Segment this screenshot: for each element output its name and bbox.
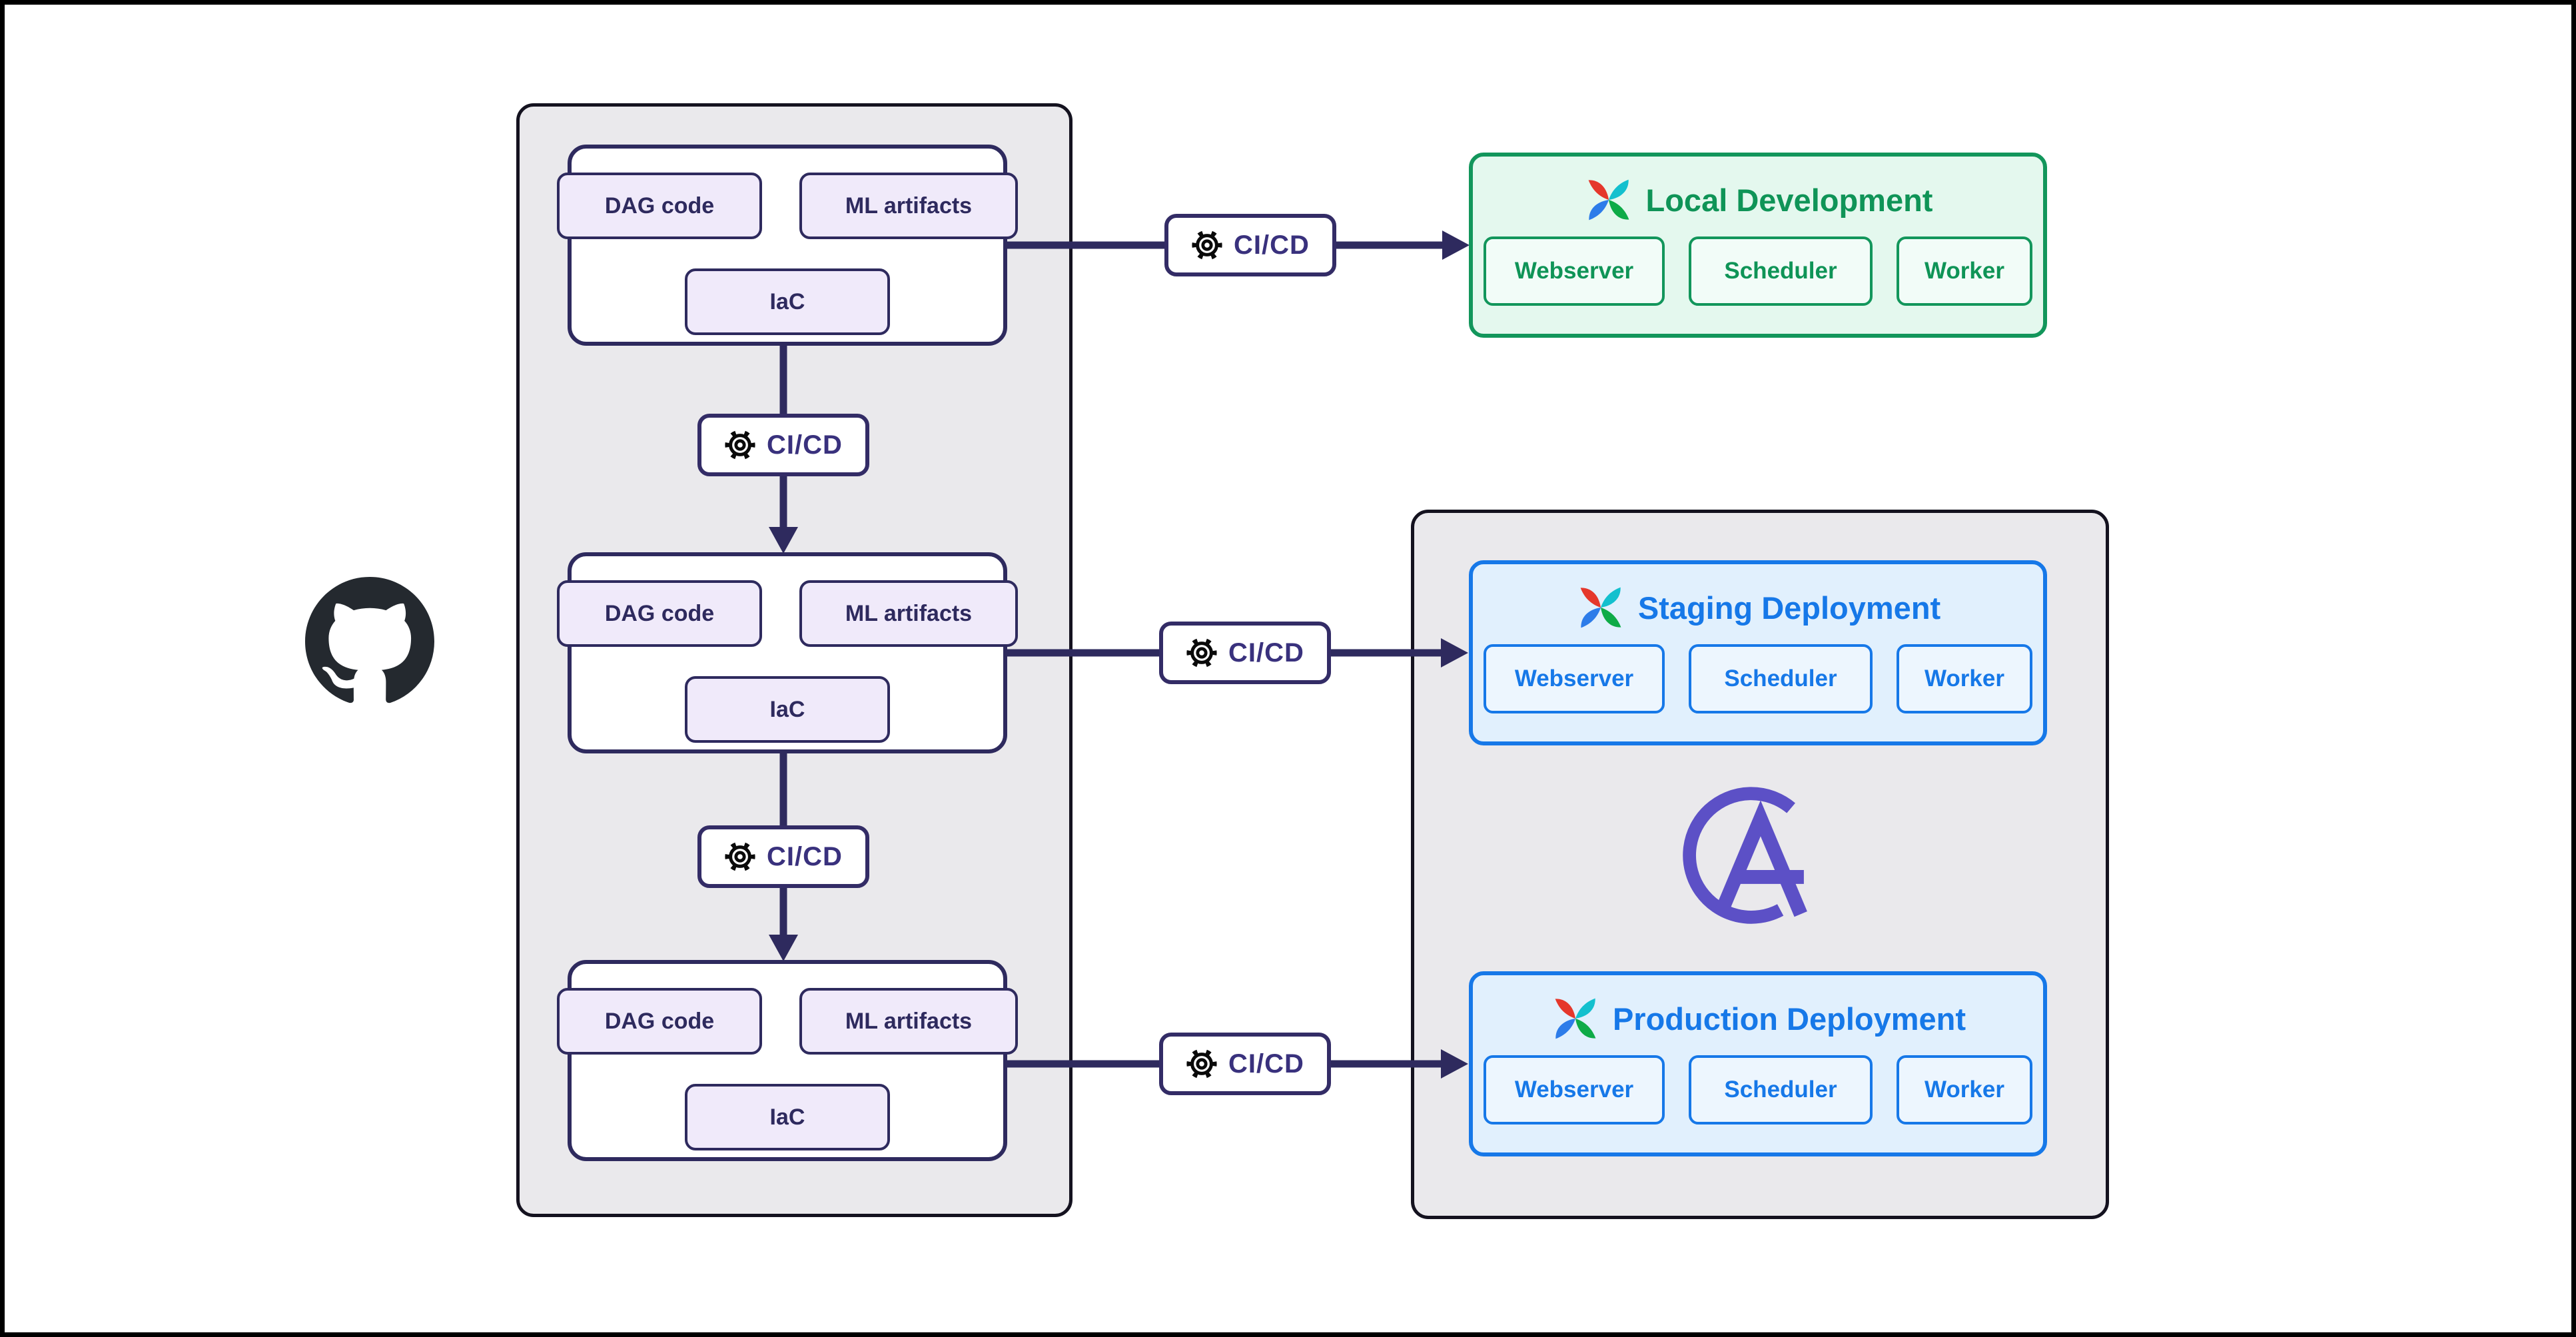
repo-row: DAG code ML artifacts (557, 988, 1018, 1055)
repo-box-2: DAG code ML artifacts IaC (557, 552, 1018, 753)
cicd-label: CI/CD (1228, 638, 1304, 668)
cicd-badge-vertical-1: CI/CD (697, 414, 869, 476)
repo-row: IaC (685, 676, 890, 743)
dag-code-chip: DAG code (557, 173, 762, 239)
cicd-label: CI/CD (1228, 1049, 1304, 1079)
iac-chip: IaC (685, 268, 890, 335)
ml-artifacts-chip: ML artifacts (799, 173, 1018, 239)
gear-icon (1186, 1049, 1217, 1079)
github-octocat-icon (305, 577, 434, 706)
repo-row: DAG code ML artifacts (557, 580, 1018, 647)
iac-chip: IaC (685, 676, 890, 743)
env-header: Staging Deployment (1575, 579, 1940, 636)
cicd-badge-local: CI/CD (1164, 214, 1336, 276)
dag-code-chip: DAG code (557, 988, 762, 1055)
gear-icon (1192, 230, 1222, 260)
repo-row: DAG code ML artifacts (557, 173, 1018, 239)
webserver-chip: Webserver (1484, 236, 1665, 306)
ml-artifacts-chip: ML artifacts (799, 580, 1018, 647)
env-services: Webserver Scheduler Worker (1484, 236, 2032, 306)
gear-icon (725, 430, 755, 460)
cicd-label: CI/CD (767, 841, 843, 871)
repo-row: IaC (685, 268, 890, 335)
worker-chip: Worker (1897, 644, 2032, 713)
local-development-box: Local Development Webserver Scheduler Wo… (1469, 153, 2047, 338)
repo-box-3: DAG code ML artifacts IaC (557, 960, 1018, 1161)
scheduler-chip: Scheduler (1689, 1055, 1873, 1124)
webserver-chip: Webserver (1484, 644, 1665, 713)
production-deployment-box: Production Deployment Webserver Schedule… (1469, 971, 2047, 1156)
webserver-chip: Webserver (1484, 1055, 1665, 1124)
iac-chip: IaC (685, 1084, 890, 1150)
repo-box-1: DAG code ML artifacts IaC (557, 145, 1018, 346)
env-title: Staging Deployment (1637, 590, 1941, 626)
astronomer-logo (1674, 778, 1829, 933)
env-title: Production Deployment (1612, 1001, 1966, 1037)
cicd-badge-vertical-2: CI/CD (697, 825, 869, 888)
env-title: Local Development (1645, 182, 1933, 218)
env-services: Webserver Scheduler Worker (1484, 644, 2032, 713)
cicd-label: CI/CD (1234, 230, 1310, 260)
env-header: Local Development (1583, 171, 1933, 228)
cicd-badge-staging: CI/CD (1159, 622, 1331, 684)
env-services: Webserver Scheduler Worker (1484, 1055, 2032, 1124)
gear-icon (725, 841, 755, 872)
cicd-label: CI/CD (767, 430, 843, 460)
cicd-badge-production: CI/CD (1159, 1033, 1331, 1095)
repo-row: IaC (685, 1084, 890, 1150)
staging-deployment-box: Staging Deployment Webserver Scheduler W… (1469, 560, 2047, 745)
scheduler-chip: Scheduler (1689, 236, 1873, 306)
scheduler-chip: Scheduler (1689, 644, 1873, 713)
ml-artifacts-chip: ML artifacts (799, 988, 1018, 1055)
gear-icon (1186, 638, 1217, 668)
airflow-pinwheel-icon (1555, 998, 1596, 1039)
airflow-pinwheel-icon (1580, 587, 1621, 628)
worker-chip: Worker (1897, 1055, 2032, 1124)
worker-chip: Worker (1897, 236, 2032, 306)
airflow-pinwheel-icon (1588, 179, 1629, 221)
dag-code-chip: DAG code (557, 580, 762, 647)
env-header: Production Deployment (1550, 990, 1966, 1047)
